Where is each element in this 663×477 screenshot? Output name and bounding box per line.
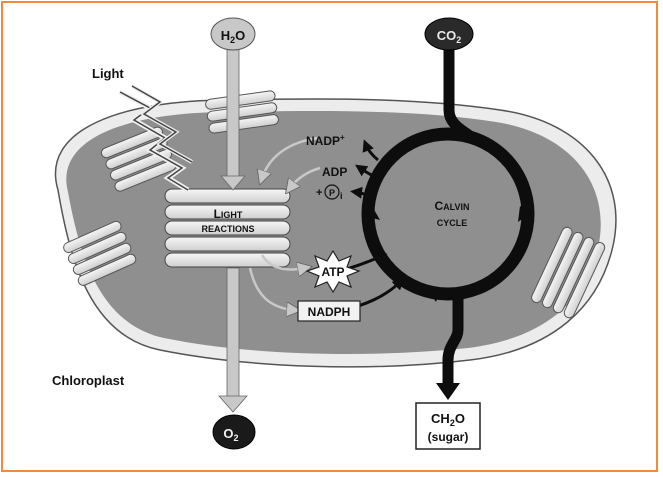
svg-text:CH2O: CH2O <box>431 411 465 428</box>
atp-label: ATP <box>321 265 344 279</box>
nadph-node: NADPH <box>297 300 361 322</box>
h2o-label-end: O <box>235 28 245 43</box>
svg-text:CALVIN: CALVIN <box>434 199 469 213</box>
nadp-superscript: + <box>340 133 345 142</box>
co2-input-arrow <box>443 48 474 141</box>
sugar-output-arrow <box>436 292 464 400</box>
h2o-node: H2O <box>210 17 256 51</box>
light-reactions-word-2: REACTIONS <box>201 224 254 234</box>
sugar-formula-end: O <box>455 411 465 426</box>
light-label: Light <box>92 66 124 81</box>
thylakoid-stack-right <box>531 226 606 319</box>
calvin-word-1: ALVIN <box>443 202 469 212</box>
thylakoid-stack-top <box>205 90 279 134</box>
svg-text:O2: O2 <box>223 426 238 443</box>
light-rays <box>118 84 193 193</box>
svg-text:NADP+: NADP+ <box>306 133 345 148</box>
thylakoid-stack-lower-left <box>63 220 137 286</box>
adp-label: ADP <box>322 165 347 179</box>
co2-label: CO <box>437 28 457 43</box>
light-reactions-word-1: IGHT <box>221 210 243 220</box>
pi-plus: + <box>316 187 322 199</box>
svg-text:H2O: H2O <box>221 28 246 45</box>
nadph-label: NADPH <box>308 305 351 319</box>
sugar-node: CH2O (sugar) <box>415 402 481 450</box>
svg-text:LIGHT: LIGHT <box>214 207 243 221</box>
h2o-subscript: 2 <box>230 35 235 45</box>
thylakoid-stack-upper-left <box>101 126 177 192</box>
chloroplast-label: Chloroplast <box>52 373 125 388</box>
pale-arrows <box>248 136 321 310</box>
calvin-cycle-ring <box>361 127 535 302</box>
o2-node: O2 <box>212 414 256 450</box>
pi-symbol: P <box>329 188 335 198</box>
svg-text:CO2: CO2 <box>437 28 462 45</box>
sugar-label: (sugar) <box>428 430 469 444</box>
o2-output-arrow <box>218 267 248 413</box>
o2-subscript: 2 <box>234 433 239 443</box>
phosphate-label: + P i <box>316 184 343 201</box>
sugar-subscript: 2 <box>450 418 455 428</box>
pi-subscript: i <box>340 191 343 201</box>
nadp-label: NADP <box>306 134 340 148</box>
co2-node: CO2 <box>424 17 474 51</box>
sugar-formula: CH <box>431 411 450 426</box>
light-reactions-stack <box>164 188 291 268</box>
h2o-label: H <box>221 28 230 43</box>
co2-subscript: 2 <box>456 35 461 45</box>
light-reactions-initial: L <box>214 207 221 221</box>
atp-node: ATP <box>305 249 361 294</box>
calvin-initial: C <box>434 199 443 213</box>
o2-label: O <box>223 426 233 441</box>
calvin-word-2: CYCLE <box>437 218 468 228</box>
